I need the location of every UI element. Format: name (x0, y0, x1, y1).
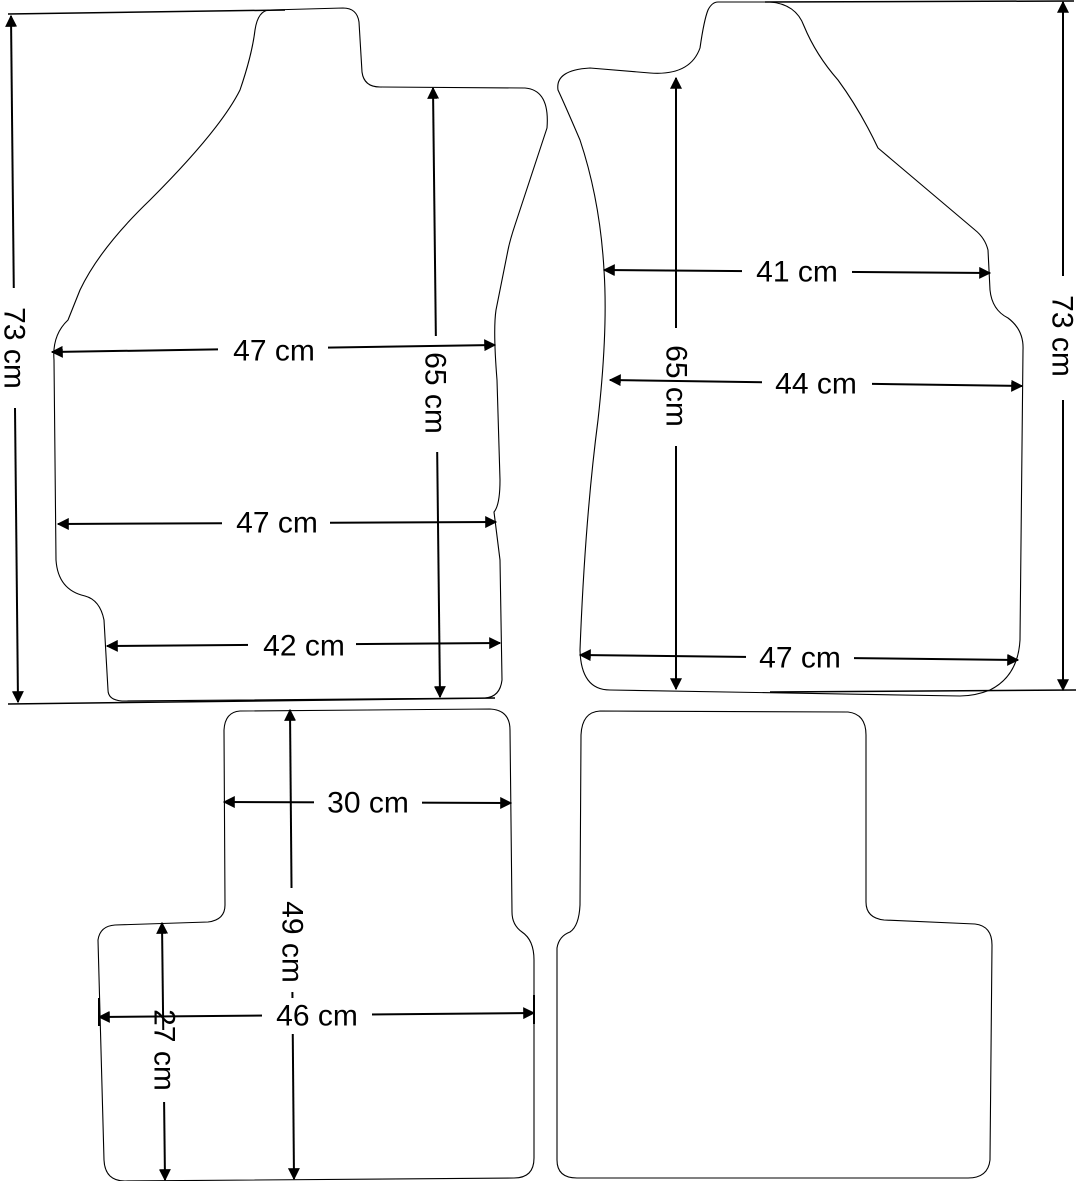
front-left-width-bottom-label: 42 cm (263, 630, 345, 663)
front-left-width-top-dimension: 47 cm (50, 332, 497, 368)
front-right-mat-outline (557, 1, 1024, 697)
rear-right-mat-outline (556, 710, 993, 1179)
front-right-width-bottom-label: 47 cm (759, 642, 841, 675)
front-right-height-outer-dimension: 73 cm (1046, 0, 1076, 692)
front-right-width-top-label: 41 cm (756, 256, 838, 289)
front-right-width-mid-dimension: 44 cm (608, 366, 1024, 402)
front-right-width-bottom-dimension: 47 cm (578, 640, 1020, 676)
front-right-height-inner-label: 65 cm (660, 345, 693, 427)
front-right-width-top-dimension: 41 cm (602, 254, 992, 290)
front-left-mat-outline (53, 7, 548, 702)
front-left-height-inner-label: 65 cm (419, 352, 452, 434)
front-left-width-bottom-dimension: 42 cm (105, 627, 502, 663)
rear-left-width-top-label: 30 cm (327, 787, 409, 820)
rear-left-width-top-dimension: 30 cm (222, 785, 513, 821)
front-left-width-mid-dimension: 47 cm (56, 505, 498, 541)
front-left-height-inner-dimension: 65 cm (419, 86, 456, 699)
front-left-bottom-reference-line (7, 697, 496, 705)
rear-left-width-bottom-dimension: 46 cm (97, 995, 536, 1034)
front-left-height-outer-label: 73 cm (0, 307, 31, 389)
rear-left-width-bottom-label: 46 cm (276, 1000, 358, 1033)
front-left-height-outer-dimension: 73 cm (0, 14, 31, 704)
front-right-top-reference-line (764, 0, 1075, 3)
front-left-top-reference-line (7, 9, 286, 15)
front-left-width-top-label: 47 cm (233, 335, 315, 368)
rear-left-mat-outline (97, 708, 535, 1181)
front-right-bottom-reference-line (769, 689, 1076, 693)
rear-left-height-lower-dimension: 27 cm (148, 921, 182, 1181)
rear-left-height-full-dimension: 49 cm (276, 708, 310, 1181)
rear-left-height-full-label: 49 cm (276, 901, 309, 983)
rear-left-height-lower-label: 27 cm (148, 1009, 181, 1091)
front-right-height-outer-label: 73 cm (1046, 295, 1076, 377)
front-right-width-mid-label: 44 cm (775, 368, 857, 401)
front-right-height-inner-dimension: 65 cm (658, 76, 694, 691)
front-left-width-mid-label: 47 cm (236, 507, 318, 540)
